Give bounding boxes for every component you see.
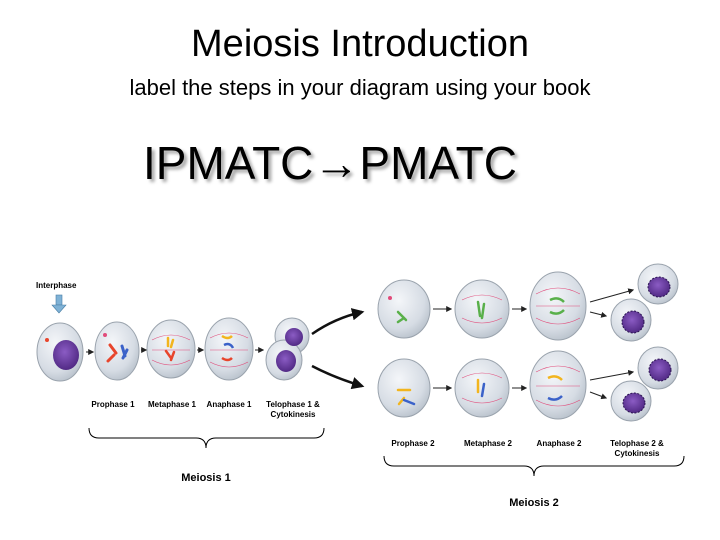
meiosis1-step-arrows <box>86 347 265 355</box>
branch-arrows <box>311 308 365 390</box>
meiosis1-brace <box>88 427 325 449</box>
stage-label-prophase2: Prophase 2 <box>391 439 435 448</box>
stage-label-metaphase1: Metaphase 1 <box>147 400 197 409</box>
metaphase2-bottom-cell <box>454 358 510 418</box>
anaphase2-bottom-cell <box>529 350 587 420</box>
stage-label-anaphase2: Anaphase 2 <box>536 439 582 448</box>
meiosis2-bottom-step-arrows <box>433 369 635 400</box>
telophase2-bottom-cells <box>610 346 679 422</box>
interphase-cell <box>36 322 84 382</box>
mnemonic-text: IPMATC→PMATC <box>143 137 517 189</box>
metaphase1-cell <box>146 319 196 379</box>
meiosis1-label: Meiosis 1 <box>181 472 231 484</box>
slide-subtitle: label the steps in your diagram using yo… <box>129 75 591 100</box>
prophase2-top-cell <box>377 279 431 339</box>
stage-label-telophase1: Telophase 1 & Cytokinesis <box>266 400 320 419</box>
stage-label-telophase2: Telophase 2 & Cytokinesis <box>610 439 664 458</box>
anaphase1-cell <box>204 317 254 381</box>
meiosis2-brace <box>383 455 685 477</box>
meiosis2-top-step-arrows <box>433 288 635 318</box>
stage-label-metaphase2: Metaphase 2 <box>463 439 513 448</box>
stage-label-prophase1: Prophase 1 <box>91 400 135 409</box>
telophase1-cells <box>265 317 310 381</box>
meiosis2-label: Meiosis 2 <box>509 497 559 509</box>
prophase2-bottom-cell <box>377 358 431 418</box>
anaphase2-top-cell <box>529 271 587 341</box>
interphase-down-arrow <box>51 294 67 314</box>
stage-label-anaphase1: Anaphase 1 <box>206 400 252 409</box>
metaphase2-top-cell <box>454 279 510 339</box>
interphase-label: Interphase <box>36 281 77 290</box>
telophase2-top-cells <box>610 263 679 342</box>
prophase1-cell <box>94 321 140 381</box>
slide-title: Meiosis Introduction <box>191 23 529 65</box>
